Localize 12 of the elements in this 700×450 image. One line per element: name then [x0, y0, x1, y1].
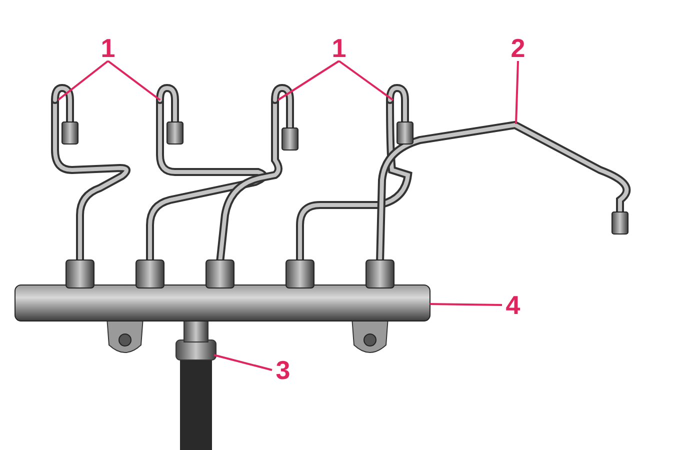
callout-number: 1 — [97, 35, 119, 61]
callout-number: 1 — [328, 35, 350, 61]
leader-line — [277, 60, 340, 101]
leader-line — [57, 60, 109, 101]
leader-line — [430, 303, 502, 306]
callout-number: 4 — [502, 292, 524, 318]
callout-number: 2 — [507, 35, 529, 61]
leader-line — [338, 60, 394, 101]
leader-line — [515, 60, 519, 124]
callout-number: 3 — [272, 357, 294, 383]
leader-line — [107, 60, 161, 101]
leader-line — [214, 354, 272, 371]
